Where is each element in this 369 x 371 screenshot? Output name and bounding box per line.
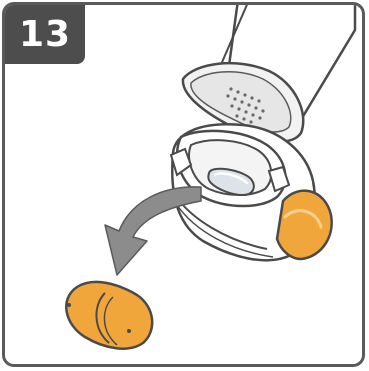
illustration [5,5,365,367]
curved-arrow-icon [105,187,201,275]
inhaler-device-icon [171,5,355,260]
instruction-panel: 13 [2,2,365,367]
capsule-icon [66,282,152,349]
